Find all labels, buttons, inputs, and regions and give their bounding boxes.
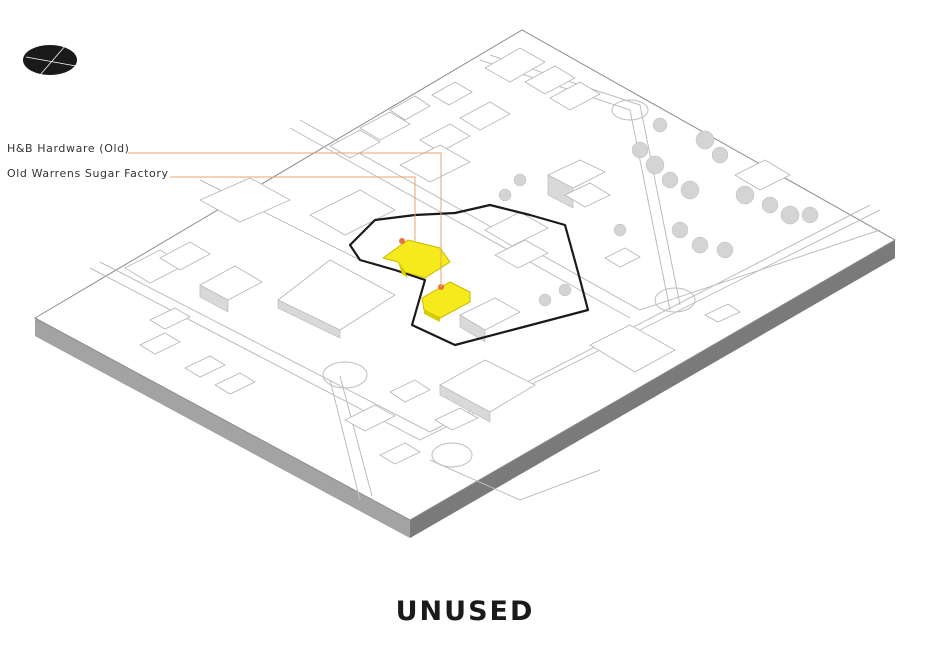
tree-clusters — [498, 117, 819, 307]
sugar-factory-building — [421, 281, 471, 322]
compass-icon — [23, 44, 77, 76]
ground-plane — [33, 29, 897, 538]
label-sugar-factory: Old Warrens Sugar Factory — [7, 167, 169, 180]
road-network — [89, 54, 881, 501]
label-hb-hardware: H&B Hardware (Old) — [7, 142, 130, 155]
hb-hardware-marker — [399, 238, 405, 244]
context-buildings — [124, 47, 791, 465]
hb-hardware-building — [381, 238, 451, 279]
caption-title: UNUSED — [395, 596, 535, 627]
leader-lines — [128, 152, 442, 287]
